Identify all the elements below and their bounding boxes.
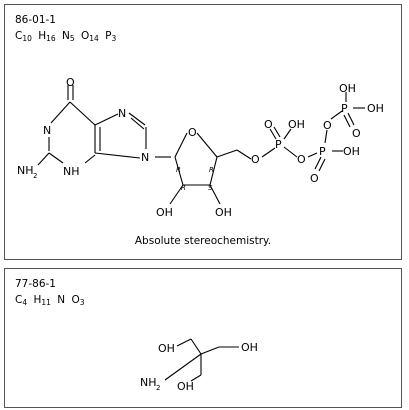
atom-subscript: 2 — [33, 172, 37, 180]
molecular-formula: C10 H16 N5 O14 P3 — [15, 30, 119, 43]
tris-structure-diagram: OH OH OH NH 2 — [140, 338, 258, 393]
gtp-structure-diagram: O N N NH N NH 2 O OH OH O P O OH O P OH … — [17, 76, 384, 219]
bonds — [164, 338, 239, 382]
formula-count: 5 — [69, 34, 75, 43]
atom-label: OH — [156, 206, 173, 219]
atom-label: O — [352, 127, 361, 140]
stereo-descriptor: R — [209, 166, 214, 174]
formula-element: H — [33, 294, 42, 306]
atom-label: NH — [17, 164, 34, 177]
atom-label: OH — [215, 206, 232, 219]
formula-count: 14 — [89, 34, 99, 43]
atom-label: N — [141, 151, 149, 164]
atom-label: P — [319, 145, 326, 158]
compound-panel-tris: 77-86-1 C4 H11 N O3 OH OH OH NH 2 — [4, 268, 402, 408]
formula-count: 16 — [46, 34, 56, 43]
atom-label: OH — [158, 342, 175, 355]
atom-label: OH — [288, 118, 305, 131]
atom-label: OH — [339, 82, 356, 95]
formula-element: N — [62, 30, 70, 42]
atom-label: OH — [241, 341, 258, 354]
atom-label: O — [66, 76, 75, 89]
atom-label: N — [43, 124, 51, 137]
atom-label: OH — [343, 145, 360, 158]
atom-label: N — [118, 107, 126, 120]
atom-label: P — [341, 102, 348, 115]
formula-element: O — [71, 294, 80, 306]
atom-label: P — [275, 138, 282, 151]
compound-panel-gtp: 86-01-1 C10 H16 N5 O14 P3 — [4, 4, 402, 260]
atom-label: O — [188, 126, 197, 139]
formula-count: 3 — [111, 34, 117, 43]
stereochemistry-note: Absolute stereochemistry. — [134, 235, 272, 247]
atom-subscript: 2 — [156, 384, 160, 392]
formula-element: C — [15, 294, 23, 306]
formula-count: 10 — [22, 34, 32, 43]
bonds — [37, 85, 365, 205]
cas-number: 77-86-1 — [15, 278, 56, 290]
stereo-descriptor: R — [181, 184, 186, 192]
formula-element: H — [38, 30, 47, 42]
stereo-descriptor: S — [208, 184, 213, 192]
atom-label: O — [310, 172, 319, 185]
atom-label: O — [297, 153, 306, 166]
stereo-descriptor: R — [176, 166, 181, 174]
formula-count: 11 — [41, 298, 51, 307]
atom-label: O — [251, 153, 260, 166]
atom-label: NH — [63, 165, 80, 178]
formula-count: 4 — [22, 298, 28, 307]
formula-element: C — [15, 30, 23, 42]
formula-count: 3 — [79, 298, 85, 307]
atom-label: NH — [140, 376, 157, 389]
atom-label: O — [323, 119, 332, 132]
atom-label: O — [264, 118, 273, 131]
atom-label: OH — [367, 102, 384, 115]
formula-element: P — [105, 30, 112, 42]
atom-label: OH — [177, 380, 194, 393]
formula-element: N — [57, 294, 66, 306]
formula-element: O — [81, 30, 90, 42]
molecular-formula: C4 H11 N O3 — [15, 294, 88, 307]
cas-number: 86-01-1 — [15, 14, 56, 26]
